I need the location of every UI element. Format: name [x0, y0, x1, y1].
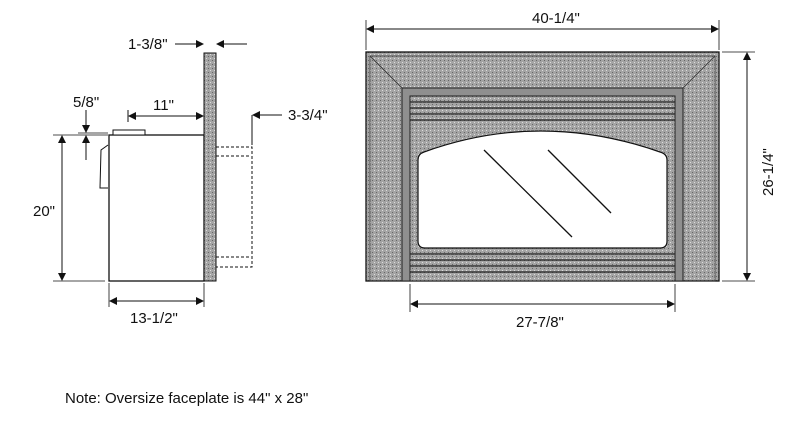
- dim-rear-projection: 3-3/4": [288, 107, 328, 124]
- insert-body: [108, 134, 205, 282]
- dim-height: 20": [33, 203, 55, 220]
- top-cap: [112, 129, 146, 136]
- top-louvers: [410, 101, 675, 121]
- front-view: 40-1/4" 26-1/4" 27-7/8": [365, 10, 777, 331]
- dim-front-width: 40-1/4": [532, 10, 580, 27]
- glass-window: [417, 130, 668, 249]
- side-view: 1-3/8" 5/8" 11" 3-3/4" 20" 13-1/2": [33, 36, 328, 327]
- dim-overall-depth: 13-1/2": [130, 310, 178, 327]
- dim-inner-width: 27-7/8": [516, 314, 564, 331]
- rear-projection-dashed: [216, 146, 253, 268]
- bottom-louvers: [410, 253, 675, 273]
- dim-faceplate-depth: 1-3/8": [128, 36, 168, 53]
- dim-insert-depth: 11": [153, 97, 174, 114]
- faceplate-side: [203, 52, 217, 282]
- dim-front-height: 26-1/4": [760, 148, 777, 196]
- handle: [99, 144, 109, 189]
- oversize-note: Note: Oversize faceplate is 44" x 28": [65, 390, 309, 407]
- dim-top-cap: 5/8": [73, 94, 99, 111]
